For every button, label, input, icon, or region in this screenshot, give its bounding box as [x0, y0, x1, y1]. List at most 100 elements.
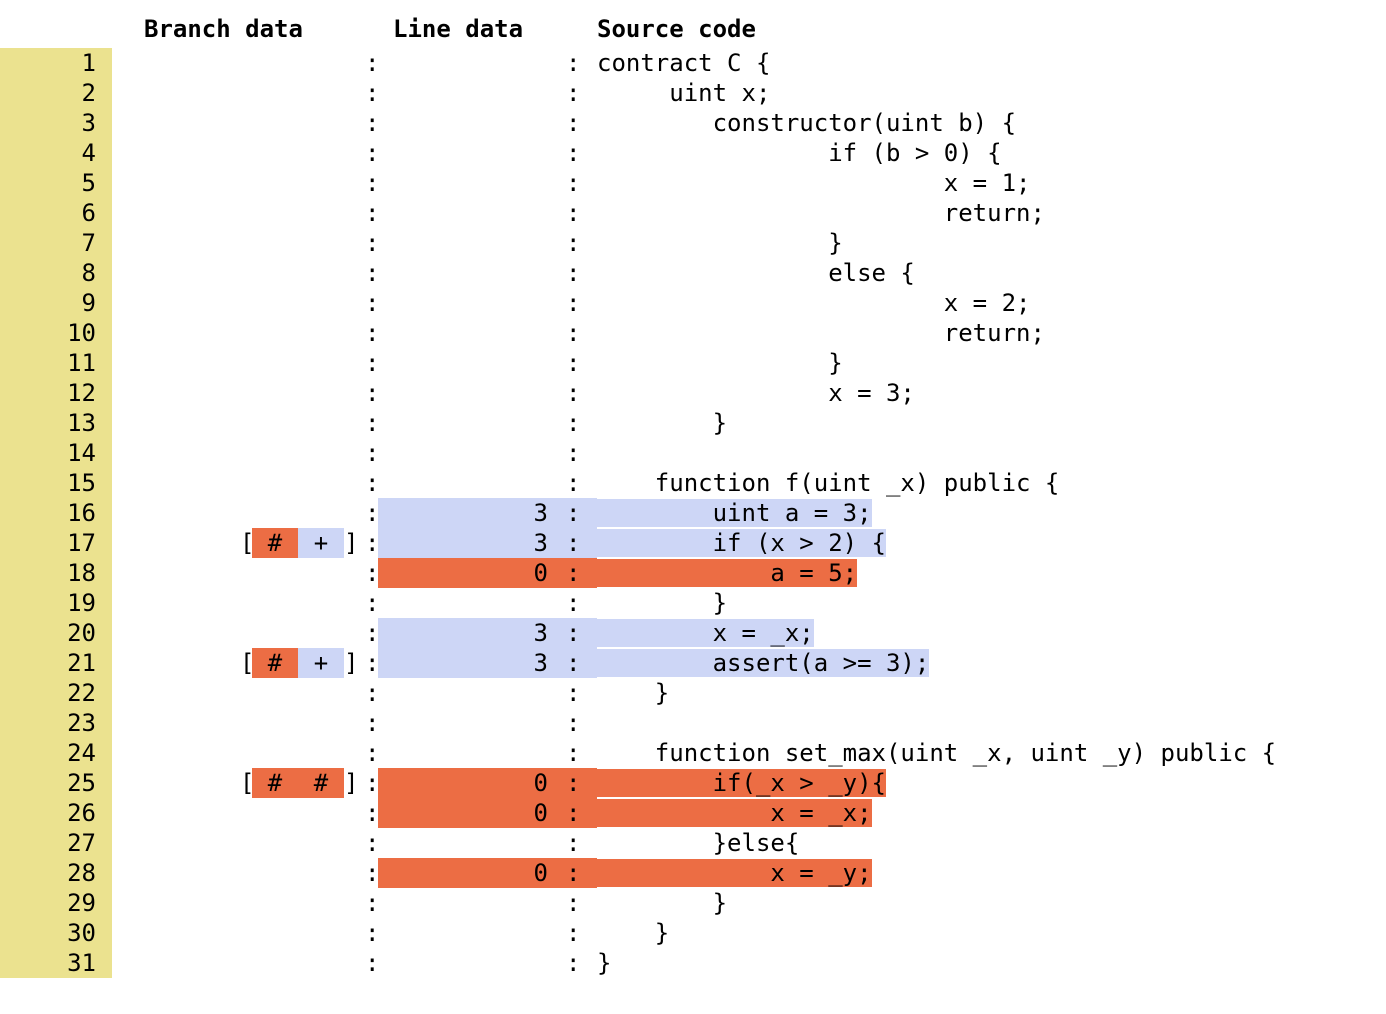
- line-number[interactable]: 15: [0, 468, 112, 498]
- branch-close-bracket: ]: [344, 769, 359, 797]
- line-number[interactable]: 10: [0, 318, 112, 348]
- line-number[interactable]: 27: [0, 828, 112, 858]
- line-data-header: Line data: [393, 15, 524, 43]
- column-separator: :: [566, 199, 581, 227]
- column-separator: :: [566, 919, 581, 947]
- line-number[interactable]: 3: [0, 108, 112, 138]
- line-number[interactable]: 23: [0, 708, 112, 738]
- source-code-text: function f(uint _x) public {: [597, 469, 1060, 497]
- line-data-cell: [378, 468, 588, 498]
- branch-close-bracket: ]: [344, 529, 359, 557]
- line-number[interactable]: 5: [0, 168, 112, 198]
- column-separator: :: [566, 379, 581, 407]
- line-number[interactable]: 7: [0, 228, 112, 258]
- branch-data-cell: [112, 228, 378, 258]
- source-code-text: uint a = 3;: [597, 499, 872, 527]
- line-data-cell: [378, 138, 588, 168]
- column-separator: :: [365, 49, 380, 77]
- line-data-cell: 3: [378, 618, 588, 648]
- line-number[interactable]: 8: [0, 258, 112, 288]
- column-separator: :: [365, 109, 380, 137]
- line-hit-count: 3: [533, 499, 548, 527]
- source-code-line: x = 1;: [597, 168, 1031, 198]
- line-number[interactable]: 14: [0, 438, 112, 468]
- column-separator: :: [566, 349, 581, 377]
- source-code-text: if (b > 0) {: [597, 139, 1002, 167]
- source-line-row: 1::contract C {: [0, 48, 1386, 78]
- column-separator: :: [566, 829, 581, 857]
- source-code-text: }: [597, 679, 670, 707]
- line-data-cell: 3: [378, 498, 588, 528]
- line-number[interactable]: 11: [0, 348, 112, 378]
- line-number[interactable]: 24: [0, 738, 112, 768]
- line-hit-count: 0: [533, 769, 548, 797]
- source-code-line: }: [597, 588, 727, 618]
- source-line-row: 23::: [0, 708, 1386, 738]
- source-code-text: }: [597, 349, 843, 377]
- source-code-line: }: [597, 408, 727, 438]
- branch-data-cell: [112, 78, 378, 108]
- line-number[interactable]: 22: [0, 678, 112, 708]
- line-number[interactable]: 31: [0, 948, 112, 978]
- line-number[interactable]: 29: [0, 888, 112, 918]
- line-number[interactable]: 19: [0, 588, 112, 618]
- code-highlight-gap: [588, 558, 597, 588]
- branch-open-bracket: [: [240, 769, 255, 797]
- source-code-text: }: [597, 919, 670, 947]
- source-code-text: }: [597, 229, 843, 257]
- branch-open-bracket: [: [240, 529, 255, 557]
- branch-data-cell: [112, 948, 378, 978]
- branch-taken-marker: +: [298, 528, 344, 558]
- code-highlight-gap: [588, 618, 597, 648]
- column-separator: :: [566, 289, 581, 317]
- line-data-cell: [378, 948, 588, 978]
- line-number[interactable]: 2: [0, 78, 112, 108]
- branch-data-cell: [112, 198, 378, 228]
- line-hit-count: 0: [533, 859, 548, 887]
- line-number[interactable]: 4: [0, 138, 112, 168]
- column-separator: :: [566, 589, 581, 617]
- column-separator: :: [365, 859, 380, 887]
- branch-data-cell: [112, 588, 378, 618]
- source-line-row: 5:: x = 1;: [0, 168, 1386, 198]
- column-separator: :: [566, 409, 581, 437]
- column-separator: :: [566, 169, 581, 197]
- source-code-text: assert(a >= 3);: [597, 649, 930, 677]
- line-number[interactable]: 12: [0, 378, 112, 408]
- branch-data-cell: [#+]: [112, 528, 378, 558]
- line-number[interactable]: 18: [0, 558, 112, 588]
- source-code-line: if(_x > _y){: [597, 768, 886, 798]
- line-number[interactable]: 16: [0, 498, 112, 528]
- source-code-text: return;: [597, 199, 1045, 227]
- line-number[interactable]: 30: [0, 918, 112, 948]
- column-separator: :: [566, 499, 581, 527]
- line-number[interactable]: 28: [0, 858, 112, 888]
- line-number[interactable]: 21: [0, 648, 112, 678]
- column-separator: :: [566, 649, 581, 677]
- branch-data-cell: [#+]: [112, 648, 378, 678]
- line-data-cell: [378, 228, 588, 258]
- source-line-row: 4:: if (b > 0) {: [0, 138, 1386, 168]
- line-number[interactable]: 9: [0, 288, 112, 318]
- source-line-row: 31::}: [0, 948, 1386, 978]
- source-line-row: 14::: [0, 438, 1386, 468]
- line-number[interactable]: 17: [0, 528, 112, 558]
- column-separator: :: [566, 799, 581, 827]
- column-separator: :: [365, 919, 380, 947]
- branch-data-cell: [112, 918, 378, 948]
- source-line-row: 29:: }: [0, 888, 1386, 918]
- column-separator: :: [566, 109, 581, 137]
- column-separator: :: [566, 259, 581, 287]
- source-line-row: 2:: uint x;: [0, 78, 1386, 108]
- source-line-row: 19:: }: [0, 588, 1386, 618]
- source-code-text: x = 1;: [597, 169, 1031, 197]
- source-line-row: 13:: }: [0, 408, 1386, 438]
- line-number[interactable]: 20: [0, 618, 112, 648]
- line-number[interactable]: 26: [0, 798, 112, 828]
- line-number[interactable]: 25: [0, 768, 112, 798]
- line-number[interactable]: 13: [0, 408, 112, 438]
- source-code-line: return;: [597, 198, 1045, 228]
- line-number[interactable]: 6: [0, 198, 112, 228]
- line-number[interactable]: 1: [0, 48, 112, 78]
- column-separator: :: [566, 889, 581, 917]
